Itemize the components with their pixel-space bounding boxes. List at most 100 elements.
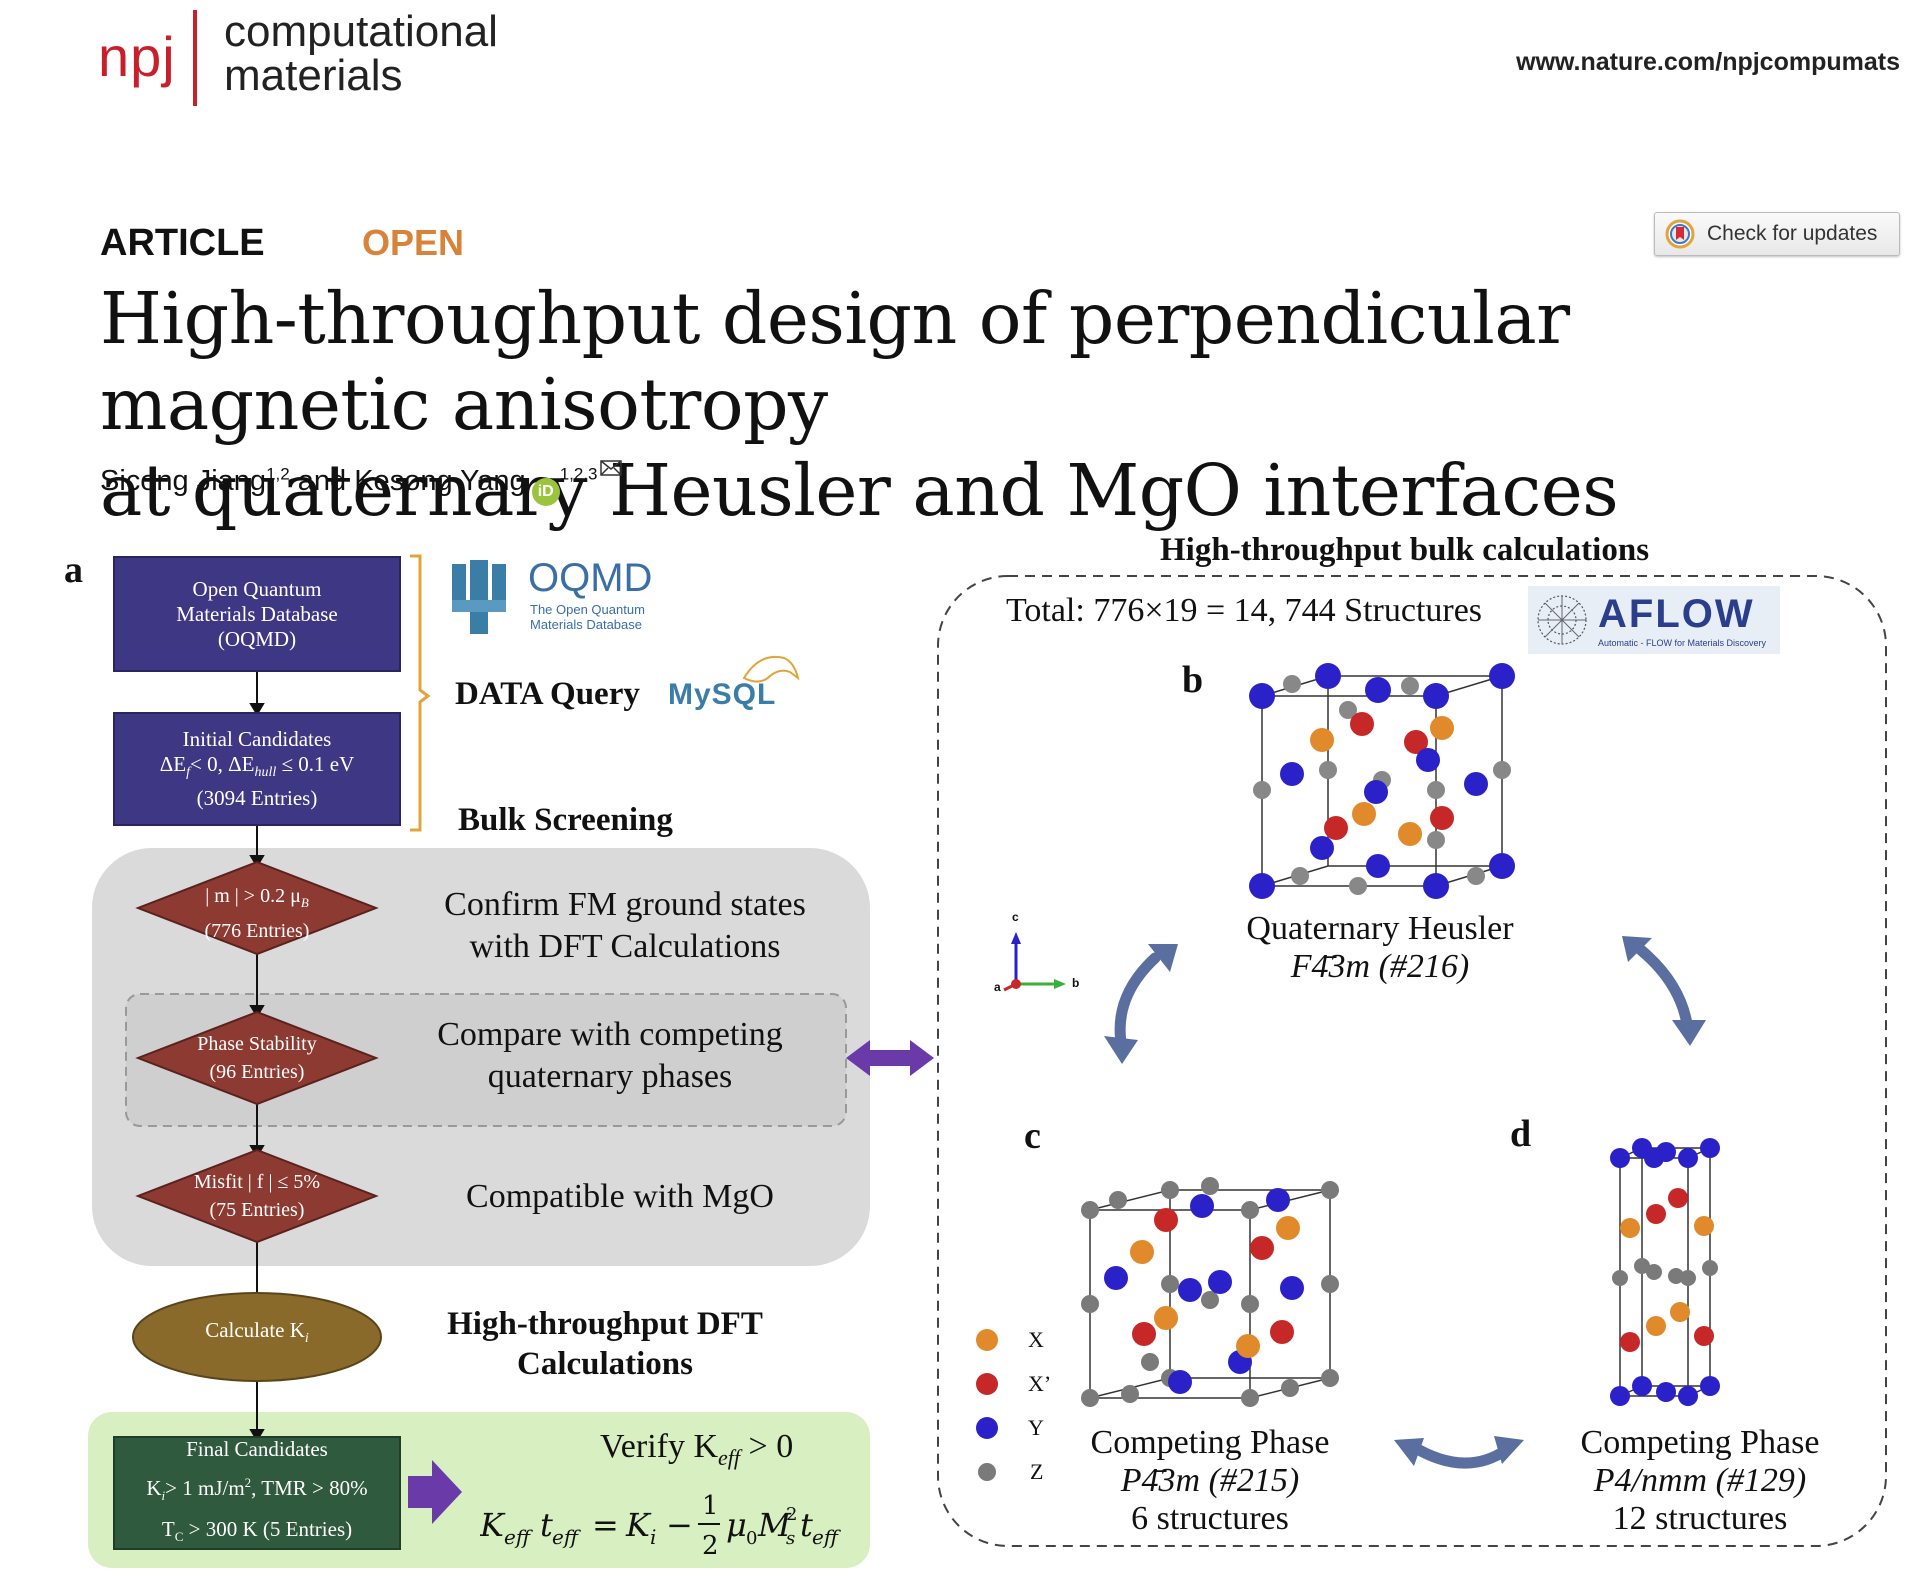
heusler-label: Quaternary Heusler F4̄3m (#216) (1220, 910, 1540, 986)
affiliation-marker: 1,2 (266, 464, 290, 484)
ht-dft-label: High-throughput DFT Calculations (420, 1304, 790, 1384)
oqmd-sub-line: The Open Quantum (530, 602, 645, 617)
step-confirm-fm: Confirm FM ground states with DFT Calcul… (420, 884, 830, 968)
step-line: quaternary phases (487, 1058, 733, 1095)
oqmd-sub-line: Materials Database (530, 617, 642, 632)
diamond-misfit (135, 1148, 379, 1244)
initial-candidates-box: Initial Candidates ΔEf< 0, ΔEhull ≤ 0.1 … (113, 712, 401, 826)
svg-text:i: i (650, 1525, 656, 1549)
bulk-calculations-panel (937, 575, 1887, 1547)
diamond-phase-text: Phase Stability (96 Entries) (138, 1030, 376, 1086)
legend-dot-x-prime (976, 1373, 998, 1395)
calculate-oval (132, 1292, 382, 1382)
affiliation-marker: 1,2,3 (559, 464, 598, 484)
step-compatible-mgo: Compatible with MgO (466, 1178, 774, 1215)
legend-label: X’ (1028, 1371, 1052, 1396)
space-group: P4̄3m (#215) (1120, 1462, 1300, 1499)
journal-name-line2: materials (224, 51, 403, 100)
title-line-1: High-throughput design of perpendicular … (100, 277, 1570, 446)
bulk-calculations-title: High-throughput bulk calculations (1160, 532, 1650, 568)
paper-title: High-throughput design of perpendicular … (100, 276, 1920, 534)
box-text: (3094 Entries) (196, 785, 318, 810)
axis-label-b: b (1072, 976, 1080, 990)
legend-item: X (974, 1318, 1051, 1362)
step-line: Compare with competing (437, 1016, 783, 1053)
step-line: with DFT Calculations (469, 928, 781, 965)
legend-dot-z (978, 1463, 996, 1481)
svg-text:eff: eff (504, 1525, 534, 1549)
diamond-magnetization (135, 860, 379, 956)
right-arrow-icon (408, 1460, 462, 1524)
atom-legend: X X’ Y Z (974, 1318, 1051, 1494)
dolphin-icon (742, 656, 800, 683)
panel-label-d: d (1510, 1113, 1532, 1155)
check-for-updates-button[interactable]: Check for updates (1654, 212, 1900, 256)
step-line: Confirm FM ground states (444, 886, 806, 923)
structure-name: Competing Phase (1580, 1424, 1820, 1461)
structure-name: Quaternary Heusler (1246, 910, 1514, 947)
total-structures-label: Total: 776×19 = 14, 744 Structures (1006, 592, 1483, 629)
svg-text:μ: μ (726, 1506, 747, 1544)
aflow-logo-subtitle: Automatic - FLOW for Materials Discovery (1598, 638, 1767, 648)
oqmd-logo-icon (452, 560, 506, 634)
phase-stability-panel (125, 993, 847, 1127)
box-text: Misfit | f | ≤ 5% (193, 1171, 321, 1193)
box-text: (776 Entries) (204, 920, 310, 942)
author-name[interactable]: Sicong Jiang (100, 465, 267, 497)
legend-item: Y (974, 1406, 1051, 1450)
p4nmm-label: Competing Phase P4/nmm (#129) 12 structu… (1540, 1424, 1860, 1538)
svg-text:=: = (592, 1506, 619, 1544)
legend-label: X (1028, 1327, 1044, 1352)
data-query-bracket (410, 554, 431, 832)
open-access-label: OPEN (362, 222, 465, 263)
box-text: Final Candidates (186, 1437, 328, 1462)
box-text: (96 Entries) (209, 1061, 305, 1083)
author-conjunction: and (297, 465, 347, 497)
oqmd-logo-text: OQMD (528, 556, 653, 600)
journal-url-link[interactable]: www.nature.com/npjcompumats (1516, 48, 1900, 76)
svg-text:−: − (666, 1506, 693, 1544)
box-text: (OQMD) (217, 626, 297, 651)
box-text: Open Quantum (192, 576, 322, 601)
mysql-logo: MySQL (668, 678, 777, 711)
box-text: TC > 300 K (5 Entries) (161, 1516, 353, 1544)
panel-label-b: b (1182, 659, 1204, 701)
legend-label: Y (1028, 1415, 1044, 1440)
svg-text:eff: eff (552, 1525, 582, 1549)
legend-label: Z (1030, 1459, 1044, 1484)
orcid-icon[interactable]: iD (531, 478, 560, 506)
axis-triad-icon (1003, 932, 1066, 992)
box-text: Materials Database (176, 601, 338, 626)
check-updates-label: Check for updates (1707, 222, 1878, 245)
final-candidates-box: Final Candidates Ki> 1 mJ/m2, TMR > 80% … (113, 1436, 401, 1550)
axis-label-a: a (994, 980, 1001, 994)
aflow-logo: AFLOW Automatic - FLOW for Materials Dis… (1528, 586, 1780, 654)
structure-count: 6 structures (1131, 1500, 1289, 1537)
curved-arrows (1114, 940, 1694, 1469)
title-line-2: at quaternary Heusler and MgO interfaces (100, 449, 1619, 532)
crystal-structure-p4nmm (1610, 1138, 1720, 1406)
svg-text:2: 2 (786, 1504, 797, 1525)
box-text: Phase Stability (197, 1033, 317, 1055)
panel-label-a: a (64, 549, 83, 591)
label-line: Calculations (516, 1346, 694, 1382)
legend-item: X’ (974, 1362, 1051, 1406)
structure-name: Competing Phase (1090, 1424, 1330, 1461)
author-name[interactable]: Kesong Yang (354, 465, 526, 497)
crystal-structure-p43m (1081, 1177, 1339, 1407)
legend-item: Z (974, 1450, 1051, 1494)
email-icon[interactable] (599, 460, 622, 476)
data-query-label: DATA Query (455, 676, 640, 712)
p43m-label: Competing Phase P4̄3m (#215) 6 structure… (1050, 1424, 1370, 1538)
label-line: High-throughput DFT (447, 1306, 763, 1342)
svg-text:t: t (800, 1506, 813, 1544)
box-text: ΔEf< 0, ΔEhull ≤ 0.1 eV (159, 752, 355, 781)
box-text: (75 Entries) (209, 1199, 305, 1221)
svg-text:2: 2 (702, 1531, 719, 1561)
structure-count: 12 structures (1612, 1500, 1788, 1537)
aflow-logo-text: AFLOW (1598, 592, 1755, 636)
box-text: Initial Candidates (182, 727, 332, 752)
oqmd-database-box: Open Quantum Materials Database (OQMD) (113, 556, 401, 672)
